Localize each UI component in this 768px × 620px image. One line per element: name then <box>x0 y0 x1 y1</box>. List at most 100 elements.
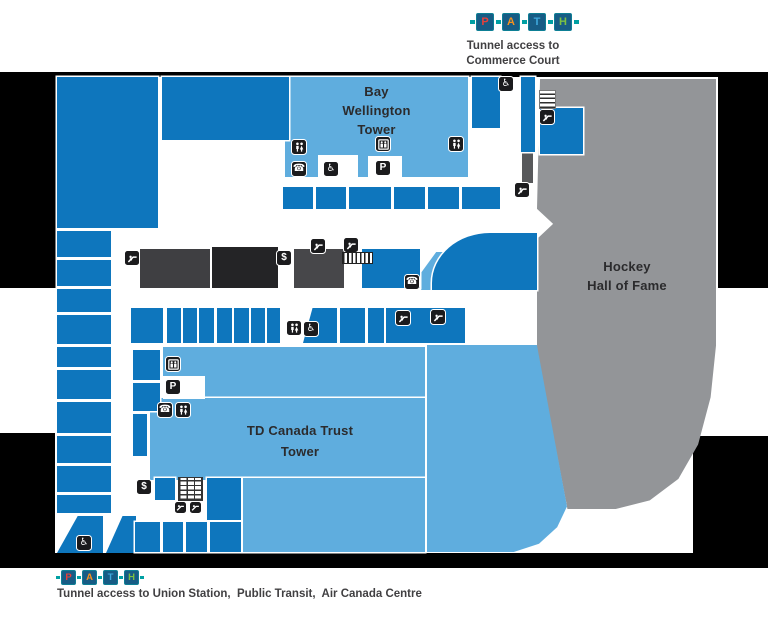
retail-block <box>521 77 535 152</box>
phone-icon: ☎ <box>291 161 307 177</box>
tunnel-note-bottom: Tunnel access to Union Station, Public T… <box>57 588 422 600</box>
retail-block <box>133 350 160 380</box>
elevator-icon <box>165 356 181 372</box>
retail-block <box>234 308 249 343</box>
retail-block <box>155 478 175 500</box>
retail-block <box>267 308 280 343</box>
retail-lobe <box>432 233 537 290</box>
retail-block <box>106 516 136 553</box>
building-td-canada-trust-tower <box>163 347 425 401</box>
escalator-icon <box>539 109 555 125</box>
retail-block <box>57 231 111 257</box>
stairs-icon <box>178 477 203 501</box>
currency-glyph: $ <box>281 252 287 263</box>
logo-tile-a: A <box>82 570 97 585</box>
logo-dash <box>98 576 102 579</box>
logo-tile-t: T <box>528 13 546 31</box>
retail-block <box>57 315 111 344</box>
elevator-icon <box>375 136 391 152</box>
parking-icon: P <box>165 379 181 395</box>
logo-dash <box>56 576 60 579</box>
parking-icon: P <box>375 160 391 176</box>
wheelchair-icon: ♿ <box>303 321 319 337</box>
retail-block <box>349 187 391 209</box>
retail-block <box>207 478 241 520</box>
map-border-top <box>0 72 768 77</box>
escalator-icon <box>174 501 187 514</box>
retail-block <box>368 308 384 343</box>
wheelchair-glyph: ♿ <box>326 163 336 174</box>
building-td-canada-trust-tower <box>150 398 425 480</box>
logo-dash <box>573 20 579 24</box>
escalator-icon <box>124 250 140 266</box>
retail-block <box>199 308 214 343</box>
outside-area-east <box>718 77 768 288</box>
logo-tile-h: H <box>554 13 572 31</box>
wheelchair-icon: ♿ <box>498 76 514 92</box>
escalator-icon <box>514 182 530 198</box>
building-td-canada-trust-tower <box>243 478 425 552</box>
escalator-icon <box>343 237 359 253</box>
retail-block <box>133 383 160 411</box>
logo-dash <box>77 576 81 579</box>
retail-block <box>316 187 346 209</box>
logo-tile-p: P <box>476 13 494 31</box>
retail-block <box>57 402 111 433</box>
currency-exchange-icon: $ <box>276 250 292 266</box>
retail-block <box>135 522 160 552</box>
escalator-icon <box>310 238 326 254</box>
wheelchair-glyph: ♿ <box>306 323 316 334</box>
retail-block <box>183 308 197 343</box>
currency-glyph: $ <box>141 481 147 492</box>
wheelchair-icon: ♿ <box>76 535 92 551</box>
logo-tile-t: T <box>103 570 118 585</box>
label-line: Tower <box>357 122 396 137</box>
escalator-icon <box>189 501 202 514</box>
logo-tile-a: A <box>502 13 520 31</box>
washroom-icon <box>448 136 464 152</box>
building-label-td-canada-trust: TD Canada Trust Tower <box>180 420 420 462</box>
escalator-icon <box>395 310 411 326</box>
phone-icon: ☎ <box>157 402 173 418</box>
label-line: Wellington <box>342 103 411 118</box>
outside-area-southeast <box>693 436 768 554</box>
wheelchair-glyph: ♿ <box>79 537 89 548</box>
retail-block <box>57 436 111 463</box>
washroom-icon <box>175 402 191 418</box>
label-line: Tower <box>280 444 320 459</box>
retail-block <box>217 308 232 343</box>
logo-dash <box>469 20 475 24</box>
phone-icon: ☎ <box>404 274 420 290</box>
label-line: Hockey <box>603 259 651 274</box>
logo-dash <box>495 20 501 24</box>
corridor-kiosk <box>140 249 210 288</box>
retail-block <box>133 414 147 456</box>
retail-block <box>472 77 500 128</box>
wheelchair-glyph: ♿ <box>501 78 511 89</box>
tunnel-note-top-line2: Commerce Court <box>466 55 560 67</box>
corridor-kiosk <box>212 247 278 288</box>
retail-block <box>131 308 163 343</box>
label-line: Hall of Fame <box>587 278 667 293</box>
retail-block <box>340 308 365 343</box>
label-line: TD Canada Trust <box>246 423 354 438</box>
corridor-kiosk <box>294 249 344 288</box>
retail-block <box>57 370 111 399</box>
building-label-hockey-hall-of-fame: Hockey Hall of Fame <box>543 257 711 295</box>
path-logo-bottom: P A T H <box>55 570 145 585</box>
logo-tile-p: P <box>61 570 76 585</box>
retail-block <box>57 289 111 312</box>
tunnel-note-top: Tunnel access to Commerce Court <box>430 39 596 69</box>
logo-dash <box>547 20 553 24</box>
retail-block <box>57 260 111 286</box>
phone-glyph: ☎ <box>292 163 306 174</box>
logo-dash <box>140 576 144 579</box>
tunnel-note-top-line1: Tunnel access to <box>466 40 560 52</box>
washroom-icon <box>291 139 307 155</box>
retail-block <box>57 495 111 513</box>
retail-block <box>394 187 425 209</box>
retail-block <box>57 77 158 228</box>
phone-glyph: ☎ <box>405 276 419 287</box>
retail-block <box>210 522 241 552</box>
